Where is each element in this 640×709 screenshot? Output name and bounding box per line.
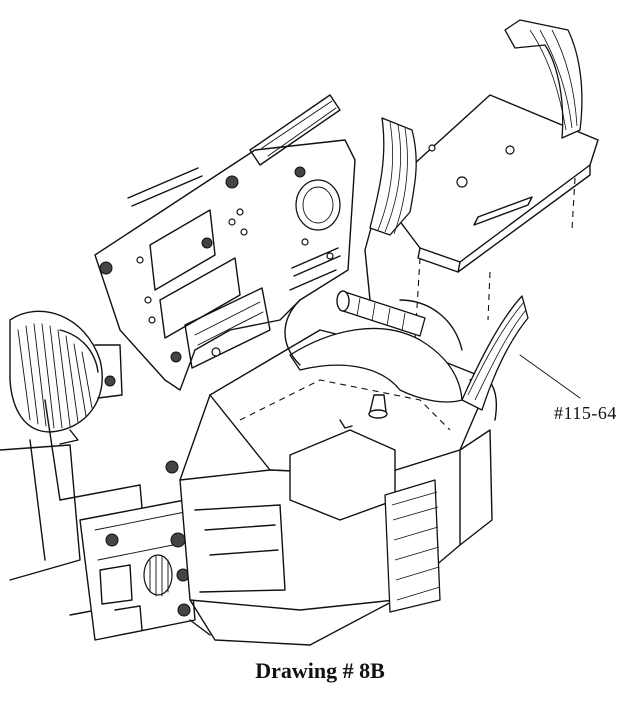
part-callout-label: #115-64 [554,403,617,423]
tray-strap-left [369,117,417,236]
drawing-caption: Drawing # 8B [255,658,385,683]
mounting-bracket-icon [94,94,356,391]
hold-down-strap-icon [284,290,581,613]
battery-tray-icon [364,94,599,341]
fan-gear-icon [9,310,123,445]
tray-strap-top [504,19,583,139]
lower-frame [0,399,211,641]
